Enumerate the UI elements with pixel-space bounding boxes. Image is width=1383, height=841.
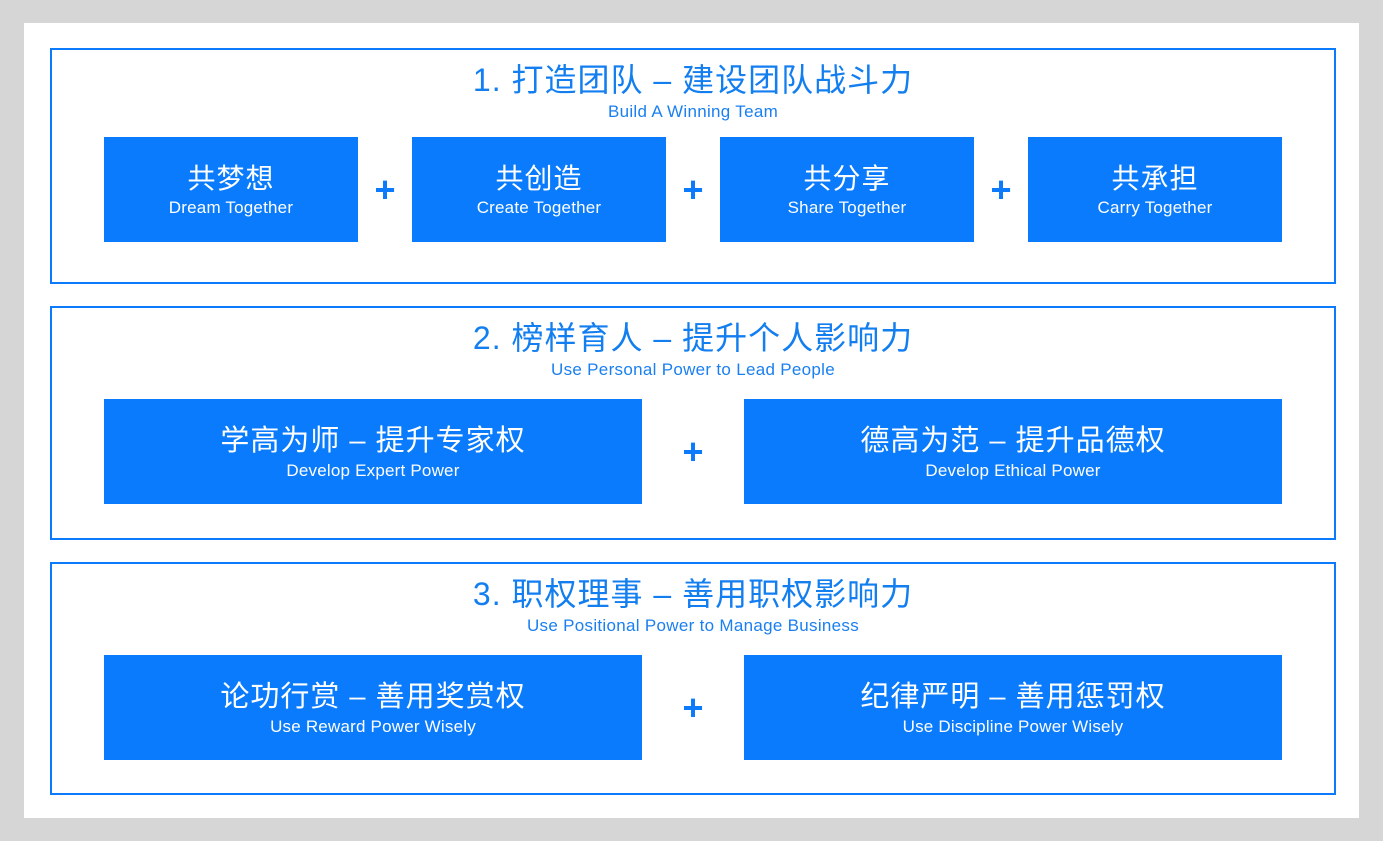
card-title-cn: 学高为师 – 提升专家权 [220, 424, 526, 457]
card-use-discipline-power-wisely[interactable]: 纪律严明 – 善用惩罚权 Use Discipline Power Wisely [744, 655, 1282, 760]
card-title-cn: 共承担 [1111, 162, 1199, 194]
sections-container: 1. 打造团队 – 建设团队战斗力 Build A Winning Team 共… [50, 48, 1336, 795]
card-title-cn: 共分享 [803, 162, 891, 194]
card-develop-expert-power[interactable]: 学高为师 – 提升专家权 Develop Expert Power [104, 399, 642, 504]
card-title-cn: 纪律严明 – 善用惩罚权 [860, 680, 1166, 713]
card-share-together[interactable]: 共分享 Share Together [720, 137, 974, 242]
plus-icon: + [990, 168, 1012, 210]
plus-icon: + [682, 168, 704, 210]
section-2-heading-en: Use Personal Power to Lead People [551, 360, 835, 379]
section-build-a-winning-team: 1. 打造团队 – 建设团队战斗力 Build A Winning Team 共… [50, 48, 1336, 284]
section-3-heading-cn: 3. 职权理事 – 善用职权影响力 [472, 576, 914, 612]
section-use-personal-power: 2. 榜样育人 – 提升个人影响力 Use Personal Power to … [50, 306, 1336, 540]
card-title-cn: 论功行赏 – 善用奖赏权 [220, 680, 526, 713]
card-title-en: Dream Together [168, 197, 294, 217]
card-title-cn: 共梦想 [187, 162, 275, 194]
section-3-card-row: 论功行赏 – 善用奖赏权 Use Reward Power Wisely + 纪… [52, 655, 1334, 760]
section-1-card-row: 共梦想 Dream Together + 共创造 Create Together… [52, 137, 1334, 242]
card-develop-ethical-power[interactable]: 德高为范 – 提升品德权 Develop Ethical Power [744, 399, 1282, 504]
section-1-heading: 1. 打造团队 – 建设团队战斗力 Build A Winning Team [52, 50, 1334, 123]
card-title-cn: 共创造 [495, 162, 583, 194]
plus-icon: + [682, 686, 704, 728]
card-title-en: Use Discipline Power Wisely [902, 716, 1124, 736]
plus-icon: + [682, 430, 704, 472]
section-3-heading: 3. 职权理事 – 善用职权影响力 Use Positional Power t… [52, 564, 1334, 637]
plus-icon: + [374, 168, 396, 210]
section-2-heading-cn: 2. 榜样育人 – 提升个人影响力 [472, 320, 914, 356]
section-use-positional-power: 3. 职权理事 – 善用职权影响力 Use Positional Power t… [50, 562, 1336, 795]
card-create-together[interactable]: 共创造 Create Together [412, 137, 666, 242]
card-title-en: Develop Ethical Power [925, 460, 1101, 480]
card-carry-together[interactable]: 共承担 Carry Together [1028, 137, 1282, 242]
section-1-heading-cn: 1. 打造团队 – 建设团队战斗力 [472, 62, 914, 98]
card-dream-together[interactable]: 共梦想 Dream Together [104, 137, 358, 242]
card-title-en: Use Reward Power Wisely [270, 716, 476, 736]
card-title-en: Carry Together [1097, 197, 1213, 217]
section-2-card-row: 学高为师 – 提升专家权 Develop Expert Power + 德高为范… [52, 399, 1334, 504]
card-use-reward-power-wisely[interactable]: 论功行赏 – 善用奖赏权 Use Reward Power Wisely [104, 655, 642, 760]
section-3-heading-en: Use Positional Power to Manage Business [526, 616, 860, 635]
section-2-heading: 2. 榜样育人 – 提升个人影响力 Use Personal Power to … [52, 308, 1334, 381]
card-title-en: Create Together [476, 197, 602, 217]
slide-canvas: 1. 打造团队 – 建设团队战斗力 Build A Winning Team 共… [24, 23, 1359, 818]
card-title-cn: 德高为范 – 提升品德权 [860, 424, 1166, 457]
section-1-heading-en: Build A Winning Team [607, 102, 779, 121]
card-title-en: Develop Expert Power [286, 460, 460, 480]
card-title-en: Share Together [787, 197, 907, 217]
